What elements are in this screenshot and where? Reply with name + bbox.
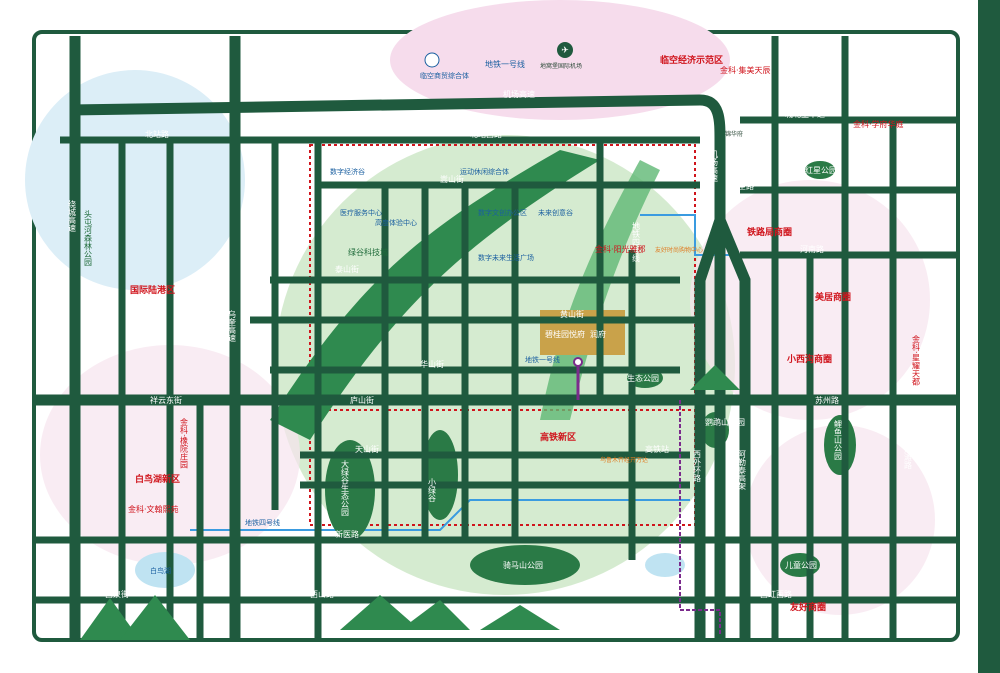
label-suzhou: 苏州路 bbox=[815, 395, 839, 405]
label-xihong: 西虹西路 bbox=[760, 589, 792, 599]
label-xiangyun: 祥云东街 bbox=[150, 395, 182, 405]
label-xiaolugu: 小绿谷 bbox=[428, 478, 437, 503]
mountain-icon bbox=[80, 598, 140, 640]
label-xiyi: 新医路 bbox=[335, 529, 359, 539]
poi-jinke-yuanxi: 金科·橡院庄园 bbox=[180, 417, 189, 470]
poi-shuzi-weilai: 数字未来生活广场 bbox=[478, 253, 534, 262]
poi-wanda: 乌鲁木齐经开万达 bbox=[600, 456, 648, 464]
label-bainiaohu: 白鸟湖 bbox=[150, 566, 171, 575]
label-airport-v: 机场高速 bbox=[710, 149, 719, 183]
area-airport: 临空经济示范区 bbox=[660, 54, 723, 66]
road-airport-highway bbox=[69, 94, 726, 640]
label-weixing: 卫星路 bbox=[730, 181, 754, 191]
label-qimashan: 骑马山公园 bbox=[503, 560, 543, 570]
mountain-icon-6 bbox=[690, 365, 740, 390]
road-xiwai bbox=[694, 218, 726, 640]
airplane-icon bbox=[557, 42, 573, 58]
red-development-zone-south bbox=[309, 409, 696, 526]
area-meiju: 美居商圈 bbox=[815, 291, 851, 303]
poi-diwopu: 地窝堡国际机场 bbox=[540, 62, 582, 70]
label-forest-park: 头屯河森林公园 bbox=[84, 209, 93, 267]
label-wuqui: 乌奎高速 bbox=[228, 309, 237, 343]
label-airport-highway: 机场高速 bbox=[503, 89, 535, 99]
metro-line-purple bbox=[679, 400, 721, 635]
mountain-icon-3 bbox=[340, 595, 420, 630]
label-chengbei: 城北主干道 bbox=[785, 109, 825, 119]
lake-bainiaohu bbox=[135, 552, 195, 588]
poi-jinke-xingyu: 金科·星耀天都 bbox=[912, 334, 921, 387]
red-development-zone bbox=[309, 144, 696, 401]
label-metro4: 地铁四号线 bbox=[245, 518, 280, 527]
poi-gaotie-metro: 地铁一号线 bbox=[525, 355, 560, 364]
poi-jinke-wenhan: 金科·文翰熙苑 bbox=[128, 504, 179, 514]
poi-gaotie-station: 高铁站 bbox=[645, 444, 669, 454]
poi-jinke-xuefu: 金科·学府华庭 bbox=[853, 119, 904, 129]
poi-weilai: 未来创意谷 bbox=[538, 208, 573, 217]
mountain-icon-5 bbox=[480, 605, 560, 630]
poi-jinke-meimei: 金科·集美天辰 bbox=[720, 65, 771, 75]
label-henan: 河南路 bbox=[800, 244, 824, 254]
lake-south bbox=[645, 553, 685, 577]
poi-youhao-shop: 友好时尚购物中心 bbox=[655, 246, 703, 254]
area-xiaoxigou: 小西沟商圈 bbox=[786, 353, 832, 365]
park-qimashan bbox=[470, 545, 580, 585]
park-dalugu bbox=[325, 440, 375, 540]
poi-jinke-yangguang: 金科·阳光雅郡 bbox=[595, 244, 646, 254]
label-kunlun: 天山街 bbox=[355, 444, 379, 454]
label-songshan: 嵩山街 bbox=[440, 174, 464, 184]
area-tielu: 铁路局商圈 bbox=[747, 226, 792, 238]
area-lugu: 绿谷科技城 bbox=[348, 247, 388, 257]
label-ertong: 儿童公园 bbox=[785, 560, 817, 570]
label-raocheng: 绕城高速 bbox=[68, 199, 77, 233]
mountain-icon-2 bbox=[120, 595, 190, 640]
airport-zone bbox=[390, 0, 730, 120]
svg-text:✈: ✈ bbox=[561, 46, 569, 56]
label-metro4-v: 地铁四号线 bbox=[632, 221, 641, 262]
label-liuhuashan: 鲤鱼山公园 bbox=[834, 419, 843, 461]
park-hongxing bbox=[805, 161, 835, 179]
poi-yundong: 运动休闲综合体 bbox=[460, 167, 509, 176]
label-xiquan: 西泉街 bbox=[105, 589, 129, 599]
poi-shuzijingji: 数字经济谷 bbox=[330, 167, 365, 176]
label-beizhan: 北站路 bbox=[145, 129, 169, 139]
label-lushan: 庐山街 bbox=[350, 395, 374, 405]
poi-shuzi-wenchuang: 数字文创办公区 bbox=[478, 208, 527, 217]
metro-icon bbox=[424, 52, 440, 68]
poi-yiliao: 医疗服务中心 bbox=[340, 208, 382, 217]
mountain-icon-4 bbox=[400, 600, 470, 630]
area-guoji: 国际陆港区 bbox=[130, 284, 175, 296]
road-akesu bbox=[714, 217, 751, 640]
label-xiwai: 西外环路 bbox=[693, 450, 702, 482]
label-huangshan: 黄山街 bbox=[560, 309, 584, 319]
label-gumingshan: 鹦鹉山公园 bbox=[705, 417, 745, 427]
label-hongxing: 红星公园 bbox=[805, 165, 837, 175]
label-beizhan-west: 北站西路 bbox=[470, 129, 502, 139]
metro-station bbox=[573, 357, 583, 367]
label-metro1: 地铁一号线 bbox=[485, 59, 525, 69]
poi-jinhua: 锦华府 bbox=[725, 130, 743, 138]
poi-project[interactable]: 碧桂园悦府 bbox=[545, 329, 585, 339]
area-gaotie: 高铁新区 bbox=[540, 431, 576, 443]
poi-linkong: 临空商贸综合体 bbox=[420, 71, 469, 80]
area-youhao: 友好商圈 bbox=[790, 601, 826, 613]
area-bainiaohu: 白鸟湖新区 bbox=[135, 473, 180, 485]
label-shengtai: 生态公园 bbox=[627, 373, 659, 383]
label-dalugu: 大绿谷生态公园 bbox=[341, 459, 350, 517]
side-band bbox=[978, 0, 1000, 673]
label-xishan: 西山路 bbox=[310, 589, 334, 599]
label-taishan: 泰山街 bbox=[335, 264, 359, 274]
label-hetan: 河滩路 bbox=[904, 444, 913, 469]
label-huashan: 华山街 bbox=[420, 359, 444, 369]
poi-gaodu: 高度体验中心 bbox=[375, 218, 417, 227]
poi-project-sub[interactable]: 润府 bbox=[590, 329, 606, 339]
label-akesu: 阿勒泰高架 bbox=[738, 450, 747, 491]
